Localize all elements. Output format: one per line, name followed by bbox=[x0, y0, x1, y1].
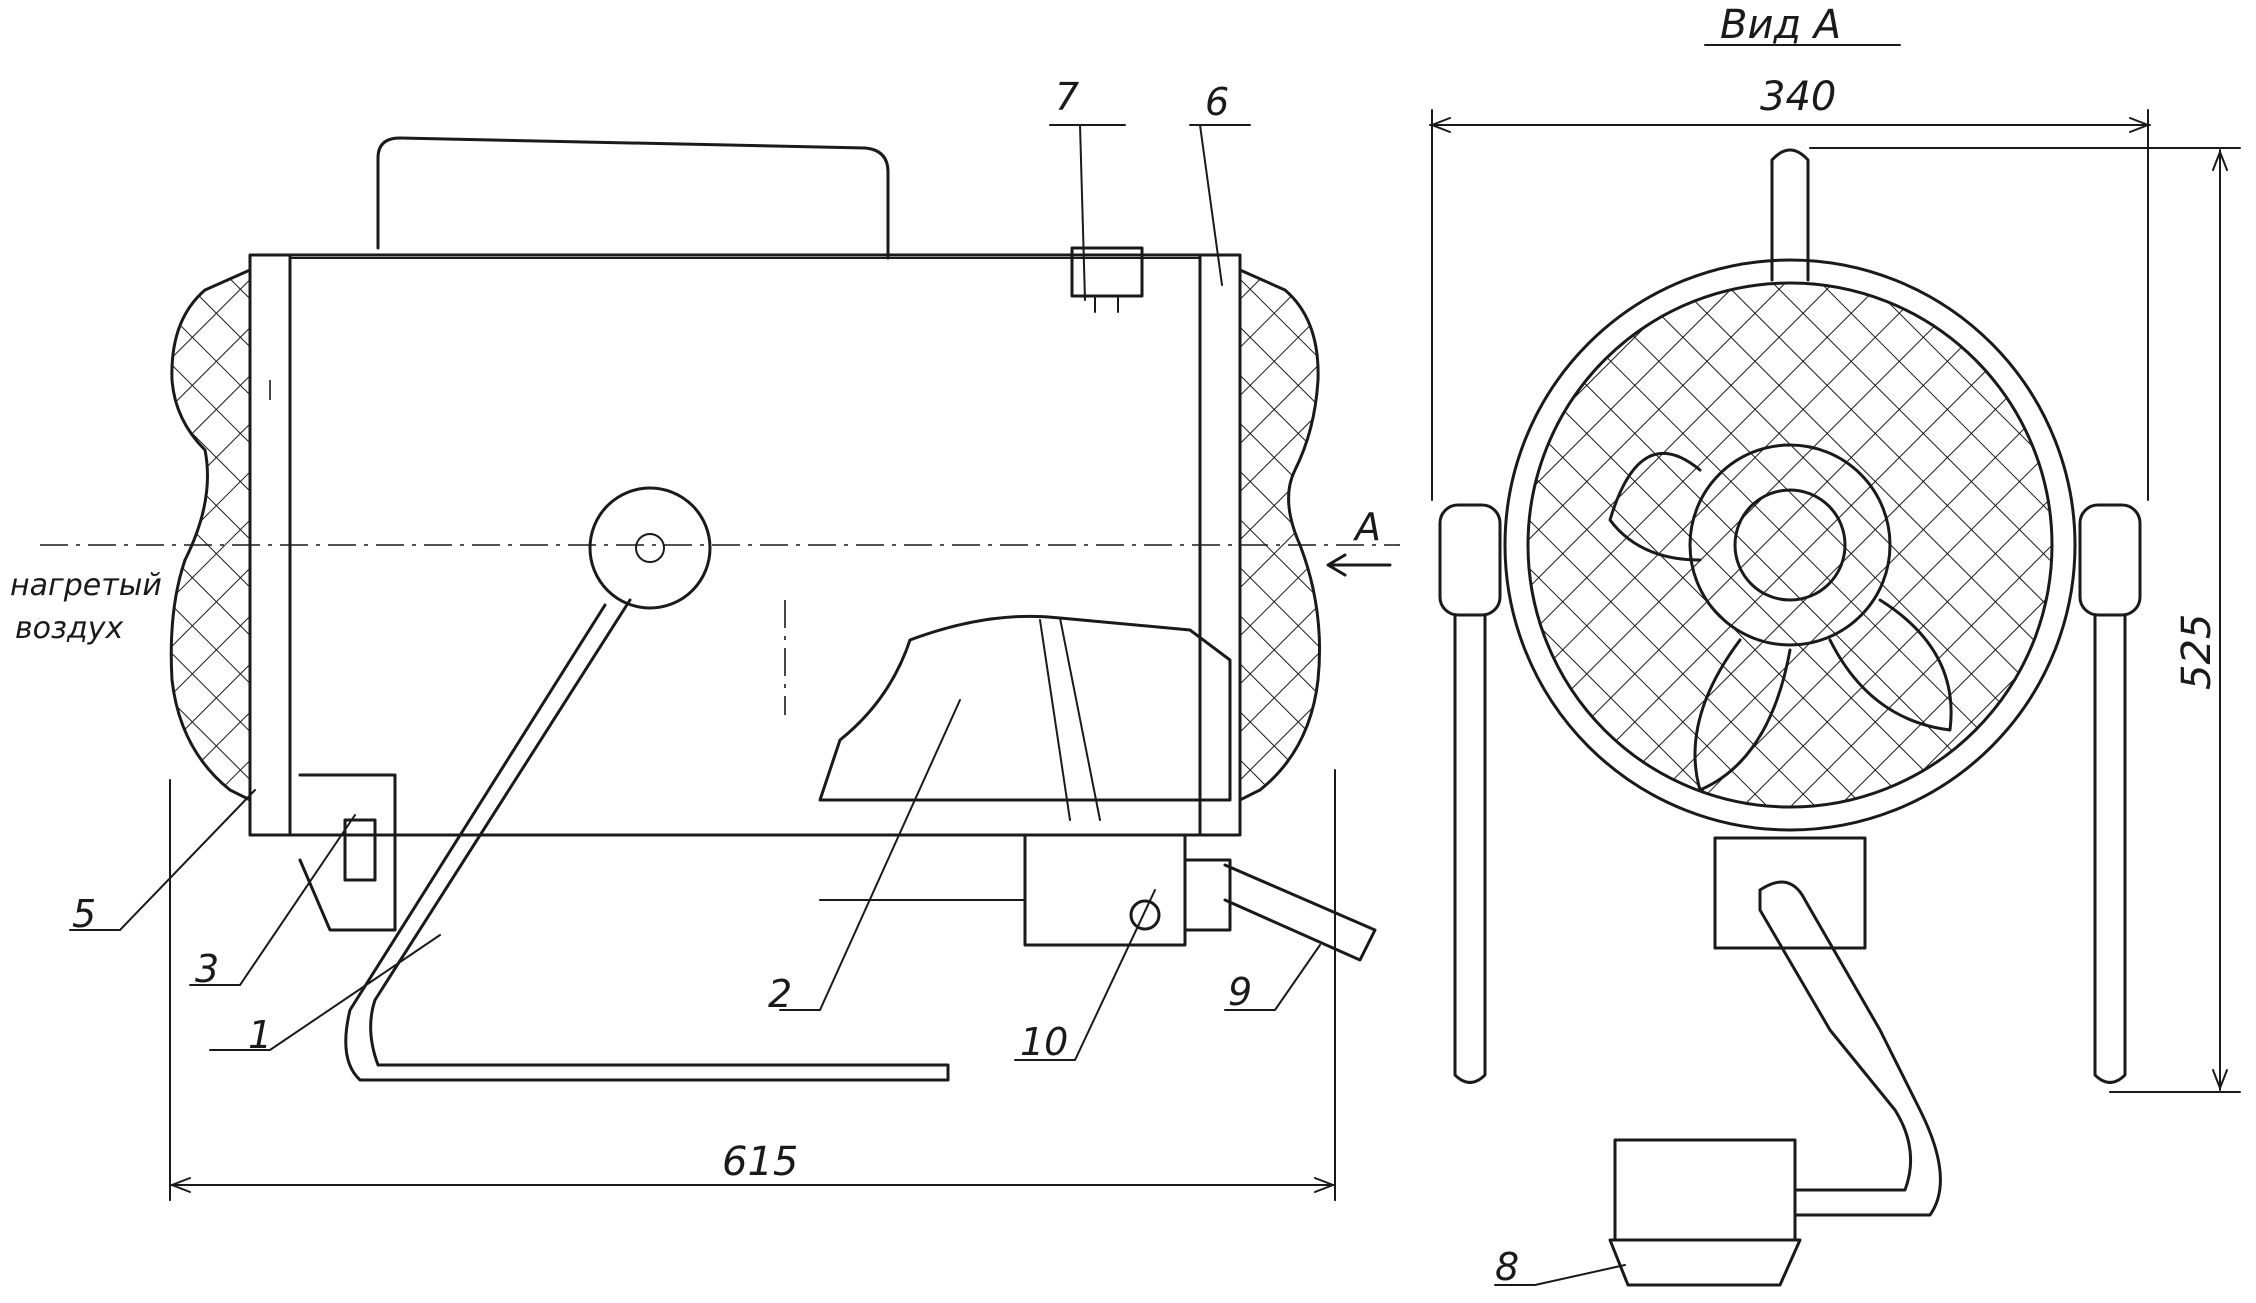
section-mark: А bbox=[1352, 505, 1381, 549]
callout-8: 8 bbox=[1495, 1245, 1519, 1289]
callout-3: 3 bbox=[195, 947, 219, 991]
control-box bbox=[1713, 836, 1867, 950]
callout-1: 1 bbox=[248, 1013, 272, 1057]
callout-10: 10 bbox=[1020, 1020, 1068, 1064]
side-view bbox=[40, 136, 1400, 1201]
fixing-bracket bbox=[298, 773, 397, 932]
switch-box bbox=[1023, 833, 1187, 947]
callout-9: 9 bbox=[1228, 970, 1252, 1014]
heating-element bbox=[818, 614, 1232, 802]
fan-guard-grille bbox=[1526, 281, 2054, 809]
dimension-height: 525 bbox=[2174, 614, 2220, 690]
fan-blade bbox=[1608, 451, 1702, 562]
callout-6: 6 bbox=[1205, 80, 1229, 124]
power-cable bbox=[1223, 863, 1377, 962]
front-view-a bbox=[1429, 44, 2241, 1287]
fan-motor bbox=[1688, 443, 1892, 647]
left-leg bbox=[1453, 613, 1487, 1084]
carry-handle bbox=[376, 136, 890, 260]
tilt-knob bbox=[588, 486, 712, 610]
left-insulation bbox=[169, 267, 252, 803]
callout-5: 5 bbox=[72, 892, 96, 936]
callout-2: 2 bbox=[768, 972, 792, 1016]
cable-gland bbox=[1183, 858, 1232, 932]
right-pivot bbox=[2078, 503, 2142, 617]
front-handle bbox=[1770, 148, 1810, 282]
view-title: Вид А bbox=[1720, 2, 1841, 48]
dimension-width: 340 bbox=[1760, 74, 1836, 120]
thermostat bbox=[1070, 246, 1144, 298]
leader-lines bbox=[69, 124, 1626, 1286]
front-cable bbox=[1758, 880, 1942, 1217]
right-insulation bbox=[1238, 267, 1321, 803]
plug bbox=[1613, 1138, 1797, 1242]
callout-7: 7 bbox=[1055, 75, 1079, 119]
left-pivot bbox=[1438, 503, 1502, 617]
labels: Вид А 340 525 615 А нагретый воздух 1 2 … bbox=[10, 2, 2220, 1289]
support-leg bbox=[344, 598, 950, 1082]
airflow-label-line-2: воздух bbox=[15, 611, 123, 646]
right-leg bbox=[2093, 613, 2127, 1084]
fan-guard-outer bbox=[1503, 258, 2077, 832]
dimension-length: 615 bbox=[722, 1139, 798, 1185]
airflow-label-line-1: нагретый bbox=[10, 568, 162, 603]
